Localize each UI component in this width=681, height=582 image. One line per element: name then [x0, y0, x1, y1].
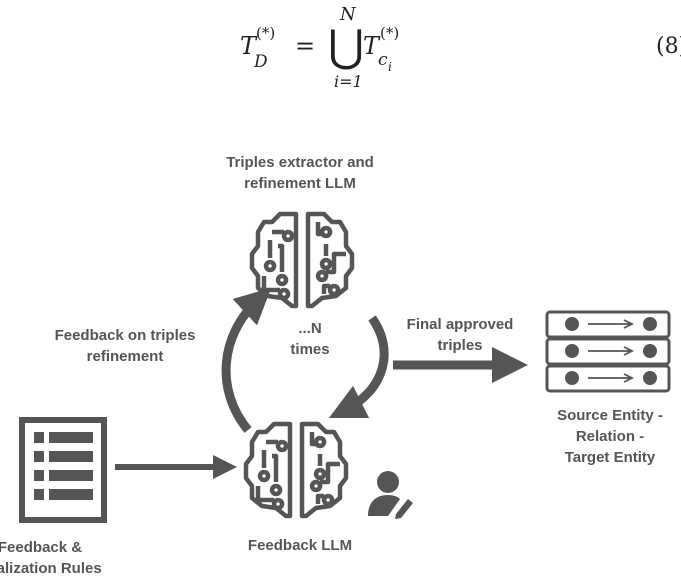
label-line: Triples extractor and — [226, 154, 374, 171]
label-line: triples — [437, 337, 483, 354]
rhs: T — [363, 32, 380, 60]
loop-label: ...N times — [275, 318, 345, 360]
feedback-llm-label: Feedback LLM — [247, 537, 353, 554]
rhs-subsub: i — [388, 60, 392, 74]
union-operator: ⋃ — [328, 21, 365, 72]
rhs-sub: c — [378, 50, 388, 70]
label-line: refinement — [86, 348, 164, 365]
label-line: refinement LLM — [244, 175, 356, 192]
output-label: Source Entity - Relation - Target Entity — [540, 405, 680, 468]
equation: T D (*) = ⋃ N i=1 T c i (*) (8) — [240, 4, 681, 91]
user-edit-icon — [368, 471, 413, 519]
extractor-label: Triples extractor and refinement LLM — [200, 152, 400, 194]
final-label: Final approved triples — [390, 314, 530, 356]
label-line: Final approved — [406, 316, 514, 333]
label-line: Relation - — [575, 428, 645, 445]
label-line: Source Entity - — [557, 407, 663, 424]
label-line: ormalization Rules — [0, 560, 102, 577]
feedback-arrow — [221, 287, 272, 433]
label-line: Target Entity — [564, 449, 656, 466]
refine-arrow — [328, 315, 389, 419]
feedback-refinement-label: Feedback on triples refinement — [40, 325, 210, 367]
lhs-sub: D — [254, 52, 268, 72]
upper-limit: N — [340, 4, 356, 25]
label-line: ...N — [298, 320, 322, 337]
label-line: Feedback & — [0, 539, 83, 556]
rules-label: Feedback & ormalization Rules — [0, 537, 130, 579]
equation-number: (8) — [656, 34, 681, 59]
label-line: times — [290, 341, 330, 358]
feedback-brain-icon — [246, 424, 346, 516]
lhs-sup: (*) — [256, 24, 276, 42]
rules-document-icon — [19, 417, 107, 523]
triples-database-icon — [545, 310, 671, 393]
equals: = — [295, 32, 316, 60]
extractor-brain-icon — [252, 214, 352, 306]
rhs-sup: (*) — [380, 24, 400, 42]
lower-limit: i=1 — [334, 72, 363, 91]
label-line: Feedback on triples — [54, 327, 196, 344]
lhs: T — [240, 32, 257, 60]
